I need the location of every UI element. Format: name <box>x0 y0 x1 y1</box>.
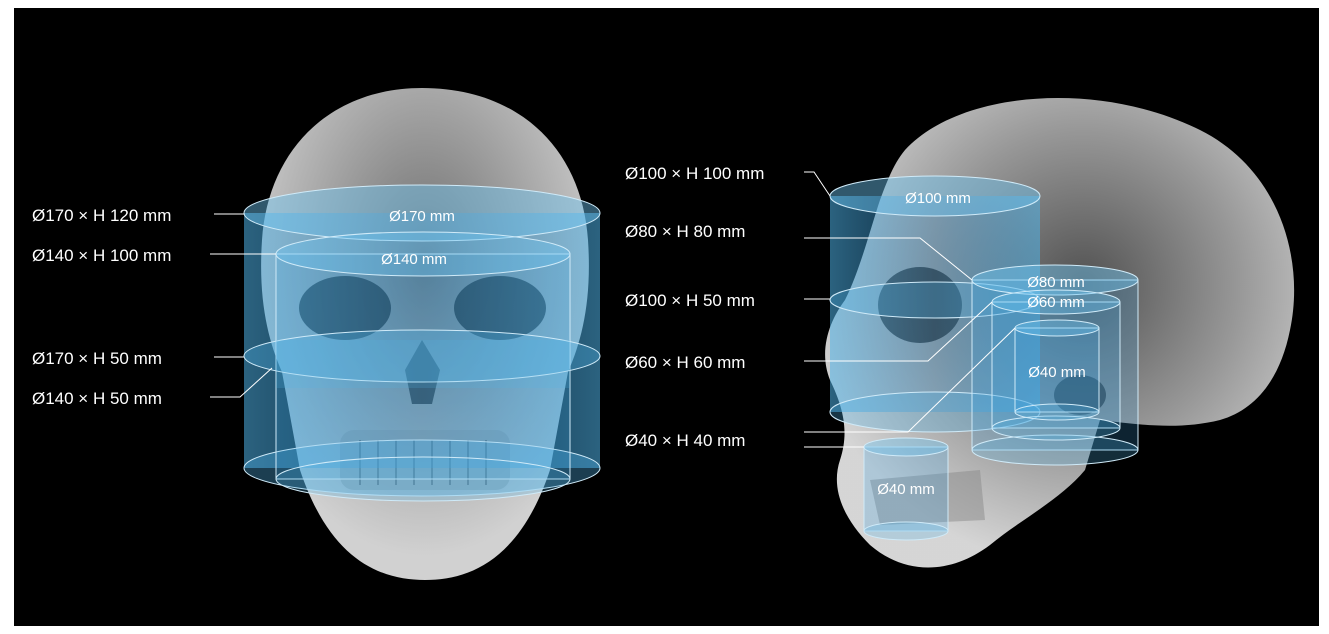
inner-label-80: Ø80 mm <box>1027 274 1085 291</box>
label-140x50: Ø140 × H 50 mm <box>32 389 162 408</box>
label-40x40: Ø40 × H 40 mm <box>625 431 745 450</box>
label-60x60: Ø60 × H 60 mm <box>625 353 745 372</box>
label-140x100: Ø140 × H 100 mm <box>32 246 171 265</box>
inner-label-40-upper: Ø40 mm <box>1028 364 1086 381</box>
label-80x80: Ø80 × H 80 mm <box>625 222 745 241</box>
label-100x100: Ø100 × H 100 mm <box>625 164 764 183</box>
inner-label-60: Ø60 mm <box>1027 294 1085 311</box>
inner-label-140: Ø140 mm <box>381 251 447 268</box>
leader-100x100 <box>804 172 830 196</box>
label-170x50: Ø170 × H 50 mm <box>32 349 162 368</box>
inner-label-40-lower: Ø40 mm <box>877 481 935 498</box>
frontal-volume-170x50 <box>244 330 600 388</box>
inner-label-170: Ø170 mm <box>389 208 455 225</box>
inner-label-100: Ø100 mm <box>905 190 971 207</box>
label-170x120: Ø170 × H 120 mm <box>32 206 171 225</box>
label-100x50: Ø100 × H 50 mm <box>625 291 755 310</box>
